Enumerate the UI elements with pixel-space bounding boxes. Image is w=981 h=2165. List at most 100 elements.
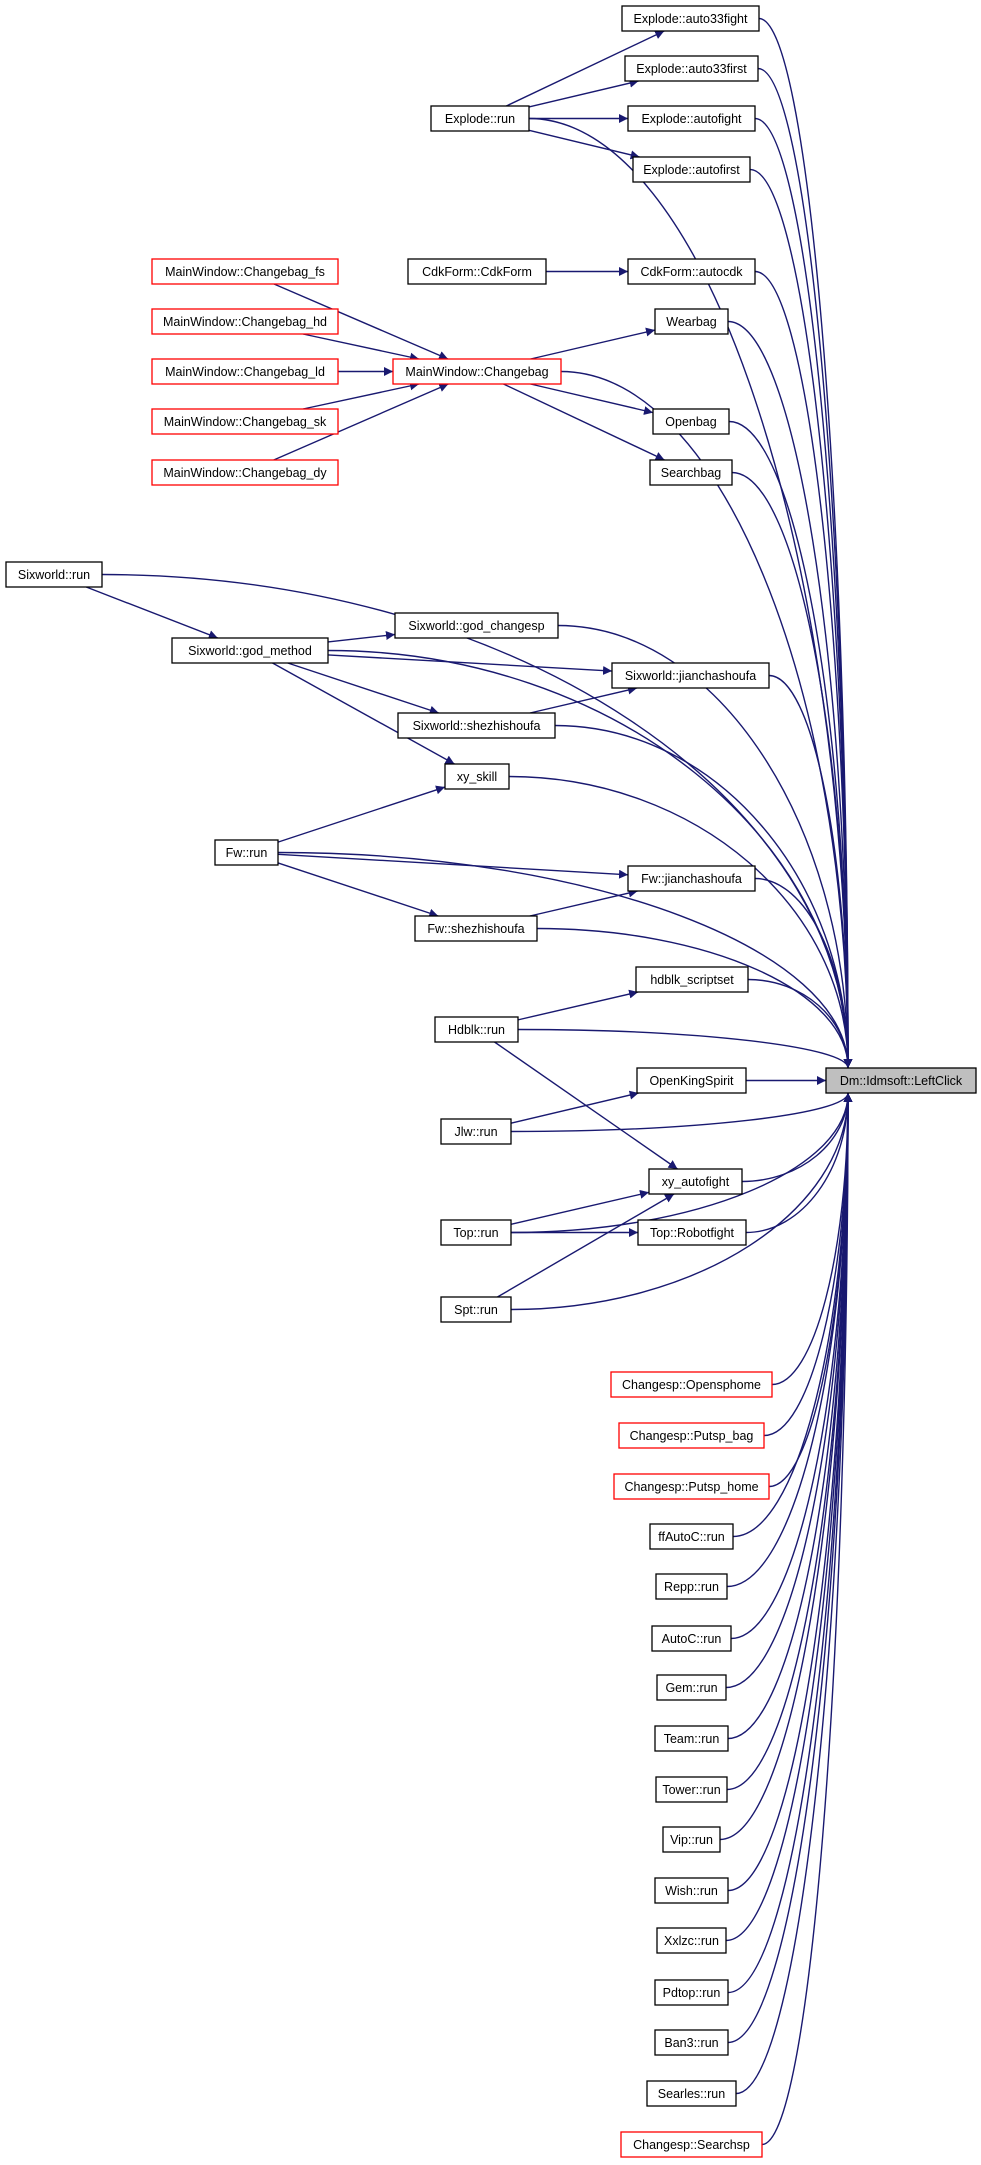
node-box [440, 1296, 512, 1323]
node-sixworld-run[interactable]: Sixworld::run [5, 561, 103, 588]
node-searles-run[interactable]: Searles::run [646, 2080, 737, 2107]
node-top-robotfight[interactable]: Top::Robotfight [637, 1219, 747, 1246]
edge-xy-skill-to-target [508, 775, 853, 1069]
node-fw-run[interactable]: Fw::run [214, 839, 279, 866]
node-label: Vip::run [670, 1833, 713, 1847]
node-box [648, 1168, 743, 1195]
node-box [656, 1927, 727, 1954]
node-box [632, 156, 751, 183]
node-explode-auto33first[interactable]: Explode::auto33first [624, 55, 759, 82]
node-mainwindow-changebag-dy[interactable]: MainWindow::Changebag_dy [151, 459, 339, 486]
edge-exp-run-to-exp-a33first [528, 78, 639, 108]
node-label: CdkForm::autocdk [640, 265, 743, 279]
node-mainwindow-changebag-hd[interactable]: MainWindow::Changebag_hd [151, 308, 339, 335]
node-jlw-run[interactable]: Jlw::run [440, 1118, 512, 1145]
node-label: ffAutoC::run [658, 1530, 725, 1544]
node-label: Sixworld::god_changesp [408, 619, 544, 633]
node-fw-jianchashoufa[interactable]: Fw::jianchashoufa [627, 865, 756, 892]
node-label: Spt::run [454, 1303, 498, 1317]
edge-six-gcsp-to-target [557, 624, 853, 1069]
node-openbag[interactable]: Openbag [652, 408, 730, 435]
edge-six-gm-to-six-jcsf [327, 654, 613, 676]
node-changesp-putsp-bag[interactable]: Changesp::Putsp_bag [618, 1422, 765, 1449]
node-label: MainWindow::Changebag_sk [164, 415, 327, 429]
node-box [651, 1625, 732, 1652]
node-ban3-run[interactable]: Ban3::run [654, 2029, 729, 2056]
node-hdblk-scriptset[interactable]: hdblk_scriptset [635, 966, 749, 993]
node-sixworld-shezhishoufa[interactable]: Sixworld::shezhishoufa [397, 712, 556, 739]
edge-hdblk-ss-to-target [747, 978, 853, 1069]
node-box [627, 105, 756, 132]
node-box [655, 1573, 728, 1600]
node-top-run[interactable]: Top::run [440, 1219, 512, 1246]
node-changesp-searchsp[interactable]: Changesp::Searchsp [620, 2131, 763, 2158]
node-autoc-run[interactable]: AutoC::run [651, 1625, 732, 1652]
node-wish-run[interactable]: Wish::run [654, 1877, 729, 1904]
node-label: Fw::run [226, 846, 268, 860]
edge-six-gm-to-six-szsf [287, 662, 439, 715]
edge-mw-cb-to-openbag [530, 383, 654, 415]
edge-six-gm-to-target [327, 649, 853, 1069]
node-box [654, 1725, 729, 1752]
node-box [214, 839, 279, 866]
node-explode-run[interactable]: Explode::run [430, 105, 530, 132]
node-searchbag[interactable]: Searchbag [649, 459, 733, 486]
node-label: Sixworld::jianchashoufa [625, 669, 756, 683]
node-box [434, 1016, 519, 1043]
node-changesp-putsp-home[interactable]: Changesp::Putsp_home [613, 1473, 770, 1500]
node-label: MainWindow::Changebag [405, 365, 548, 379]
node-box [654, 1877, 729, 1904]
node-label: Changesp::Putsp_home [624, 1480, 758, 1494]
node-cdkform-autocdk[interactable]: CdkForm::autocdk [627, 258, 756, 285]
node-box [151, 308, 339, 335]
target-node[interactable]: Dm::Idmsoft::LeftClick [825, 1067, 977, 1094]
node-pdtop-run[interactable]: Pdtop::run [654, 1979, 729, 2006]
node-explode-auto33fight[interactable]: Explode::auto33fight [621, 5, 760, 32]
node-label: OpenKingSpirit [649, 1074, 734, 1088]
node-box [635, 966, 749, 993]
node-box [825, 1067, 977, 1094]
edge-searchbag-to-target [731, 471, 853, 1069]
node-xy-autofight[interactable]: xy_autofight [648, 1168, 743, 1195]
node-team-run[interactable]: Team::run [654, 1725, 729, 1752]
node-wearbag[interactable]: Wearbag [654, 308, 729, 335]
node-xy-skill[interactable]: xy_skill [444, 763, 510, 790]
node-sixworld-god-method[interactable]: Sixworld::god_method [171, 637, 329, 664]
node-label: Dm::Idmsoft::LeftClick [840, 1074, 963, 1088]
node-mainwindow-changebag-sk[interactable]: MainWindow::Changebag_sk [151, 408, 339, 435]
node-label: Jlw::run [454, 1125, 497, 1139]
node-box [151, 459, 339, 486]
node-spt-run[interactable]: Spt::run [440, 1296, 512, 1323]
node-repp-run[interactable]: Repp::run [655, 1573, 728, 1600]
node-label: Team::run [664, 1732, 720, 1746]
node-box [151, 258, 339, 285]
node-xxlzc-run[interactable]: Xxlzc::run [656, 1927, 727, 1954]
node-ffautoc-run[interactable]: ffAutoC::run [649, 1523, 734, 1550]
node-mainwindow-changebag-ld[interactable]: MainWindow::Changebag_ld [151, 358, 339, 385]
edge-fw-run-to-fw-jcsf [277, 853, 629, 879]
edge-mw-hd-to-mw-cb [302, 333, 420, 362]
node-label: Sixworld::god_method [188, 644, 312, 658]
edge-exp-run-to-exp-a33fight [506, 30, 665, 107]
node-tower-run[interactable]: Tower::run [655, 1776, 728, 1803]
node-cdkform-cdkform[interactable]: CdkForm::CdkForm [407, 258, 547, 285]
edge-mw-fs-to-mw-cb [273, 283, 449, 360]
node-explode-autofight[interactable]: Explode::autofight [627, 105, 756, 132]
node-label: Changesp::Opensphome [622, 1378, 761, 1392]
node-mainwindow-changebag-fs[interactable]: MainWindow::Changebag_fs [151, 258, 339, 285]
node-mainwindow-changebag[interactable]: MainWindow::Changebag [392, 358, 562, 385]
node-box [654, 2029, 729, 2056]
node-sixworld-god-changesp[interactable]: Sixworld::god_changesp [394, 612, 559, 639]
node-vip-run[interactable]: Vip::run [662, 1826, 721, 1853]
node-box [656, 1674, 727, 1701]
node-label: Searles::run [658, 2087, 725, 2101]
node-openkingspirit[interactable]: OpenKingSpirit [636, 1067, 747, 1094]
node-changesp-opensphome[interactable]: Changesp::Opensphome [610, 1371, 773, 1398]
node-label: Explode::auto33fight [634, 12, 749, 26]
node-sixworld-jianchashoufa[interactable]: Sixworld::jianchashoufa [611, 662, 770, 689]
node-explode-autofirst[interactable]: Explode::autofirst [632, 156, 751, 183]
node-hdblk-run[interactable]: Hdblk::run [434, 1016, 519, 1043]
node-fw-shezhishoufa[interactable]: Fw::shezhishoufa [414, 915, 538, 942]
node-gem-run[interactable]: Gem::run [656, 1674, 727, 1701]
edge-six-gm-to-six-gcsp [327, 631, 396, 643]
